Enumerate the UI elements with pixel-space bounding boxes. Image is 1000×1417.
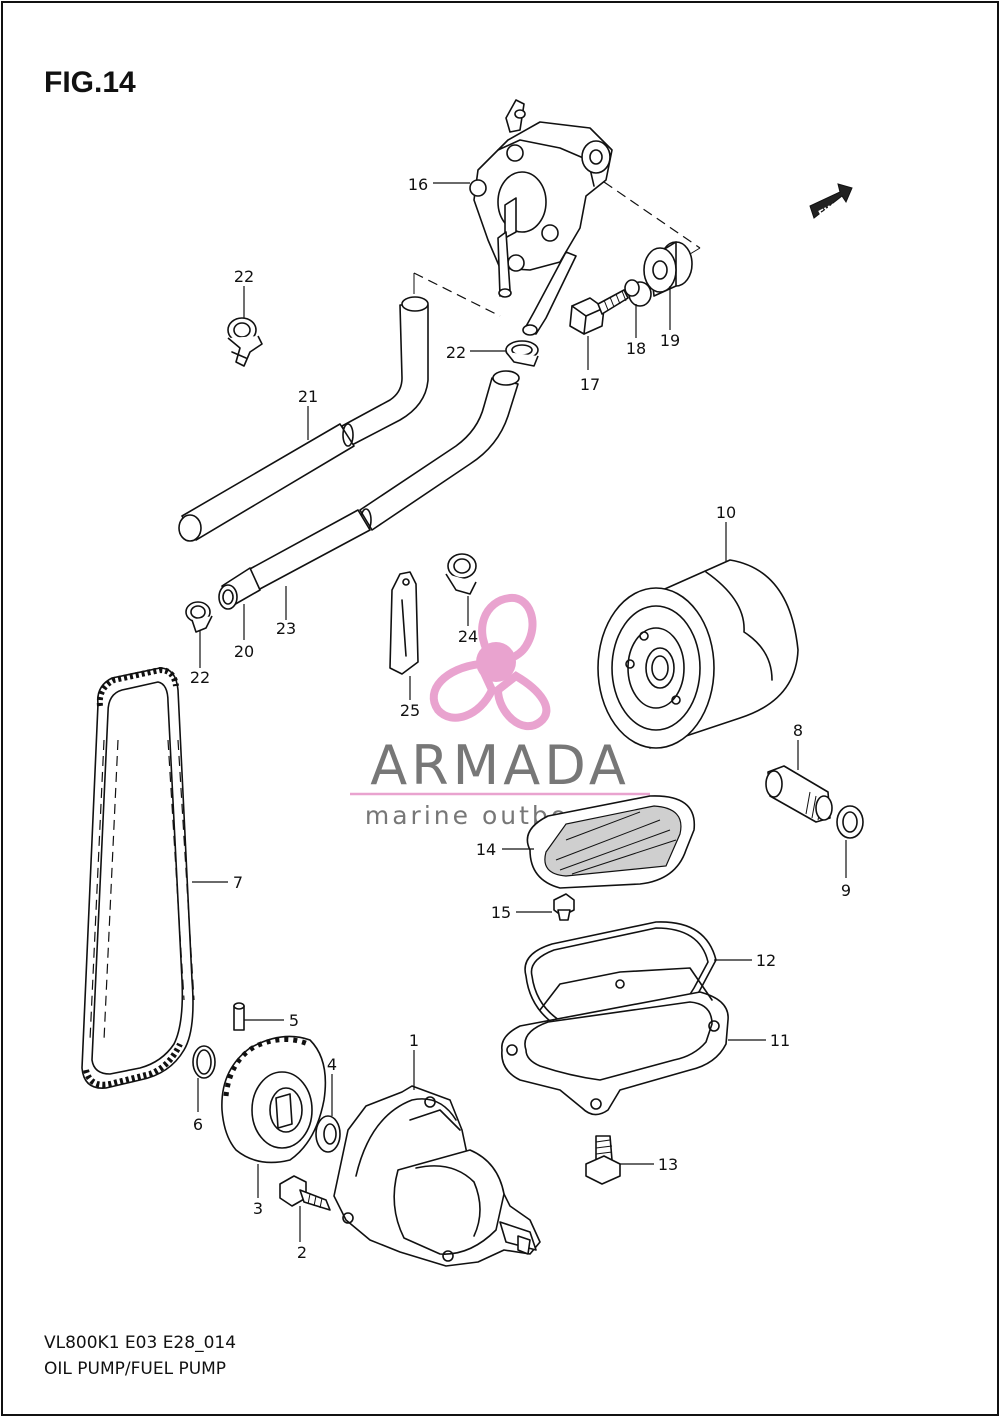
connector-line: [413, 272, 501, 317]
union-gasket-drawing: [836, 805, 864, 839]
callout-19: 19: [660, 331, 680, 350]
pan-gasket-drawing: [524, 921, 717, 1035]
pan-bolt-drawing: [585, 1135, 621, 1185]
callout-7: 7: [233, 873, 243, 892]
model-code: VL800K1 E03 E28_014: [44, 1333, 236, 1353]
callout-23: 22: [234, 267, 254, 286]
oil-pan-drawing: [501, 967, 729, 1116]
cushion-drawing: [643, 241, 693, 297]
figure-title: FIG.14: [44, 66, 136, 99]
callout-22-lower: 22: [190, 668, 210, 687]
callout-26: 25: [400, 701, 420, 720]
callout-15: 15: [491, 903, 511, 922]
pump-bolt-drawing: [569, 289, 629, 335]
spacer-drawing: [624, 279, 652, 307]
hose-20-drawing: [218, 567, 261, 610]
clamp-25-drawing: [445, 553, 477, 595]
oil-pump-drawing: [333, 1085, 541, 1267]
callout-17: 17: [580, 375, 600, 394]
callout-9: 9: [841, 881, 851, 900]
propeller-logo-icon: [429, 594, 551, 731]
circlip-drawing: [192, 1045, 216, 1079]
callout-13: 13: [658, 1155, 678, 1174]
forward-arrow-icon: FWD: [809, 183, 853, 221]
callout-numbers: 16 22 17 18 19 22 21 20 22 23 24 25 10 8…: [190, 175, 851, 1262]
callout-2: 2: [297, 1243, 307, 1262]
leader-lines: [192, 182, 847, 1242]
fuel-pump-drawing: [469, 99, 701, 336]
armada-watermark: ARMADA marine outboards: [350, 594, 650, 830]
callout-14: 14: [476, 840, 496, 859]
callout-11: 11: [770, 1031, 790, 1050]
callout-18: 18: [626, 339, 646, 358]
hose-clamp-26-drawing: [389, 571, 419, 675]
chain-drawing: [81, 666, 195, 1089]
callout-5: 5: [289, 1011, 299, 1030]
hose-24-drawing: [247, 370, 520, 591]
clamp-22b-drawing: [185, 601, 213, 633]
callout-24: 23: [276, 619, 296, 638]
strainer-bolt-drawing: [553, 893, 575, 921]
callout-3: 3: [253, 1199, 263, 1218]
callout-22-upper: 22: [446, 343, 466, 362]
washer-drawing: [315, 1115, 341, 1153]
callout-10: 10: [716, 503, 736, 522]
callout-1: 1: [409, 1031, 419, 1050]
union-drawing: [765, 765, 833, 823]
clamp-22a-drawing: [505, 340, 539, 367]
callout-16: 16: [408, 175, 428, 194]
clamp-23-drawing: [227, 317, 263, 367]
diagram-caption: OIL PUMP/FUEL PUMP: [44, 1359, 226, 1379]
callout-25: 24: [458, 627, 478, 646]
callout-4: 4: [327, 1055, 337, 1074]
brand-name: ARMADA: [370, 734, 630, 797]
callout-6: 6: [193, 1115, 203, 1134]
sprocket-bolt-drawing: [279, 1175, 331, 1211]
oil-filter-drawing: [597, 559, 799, 749]
callout-8: 8: [793, 721, 803, 740]
hose-21-drawing: [178, 296, 429, 542]
sprocket-drawing: [221, 1035, 327, 1164]
callout-21: 21: [298, 387, 318, 406]
pin-drawing: [233, 1002, 245, 1031]
strainer-drawing: [526, 795, 696, 889]
callout-20: 20: [234, 642, 254, 661]
callout-12: 12: [756, 951, 776, 970]
